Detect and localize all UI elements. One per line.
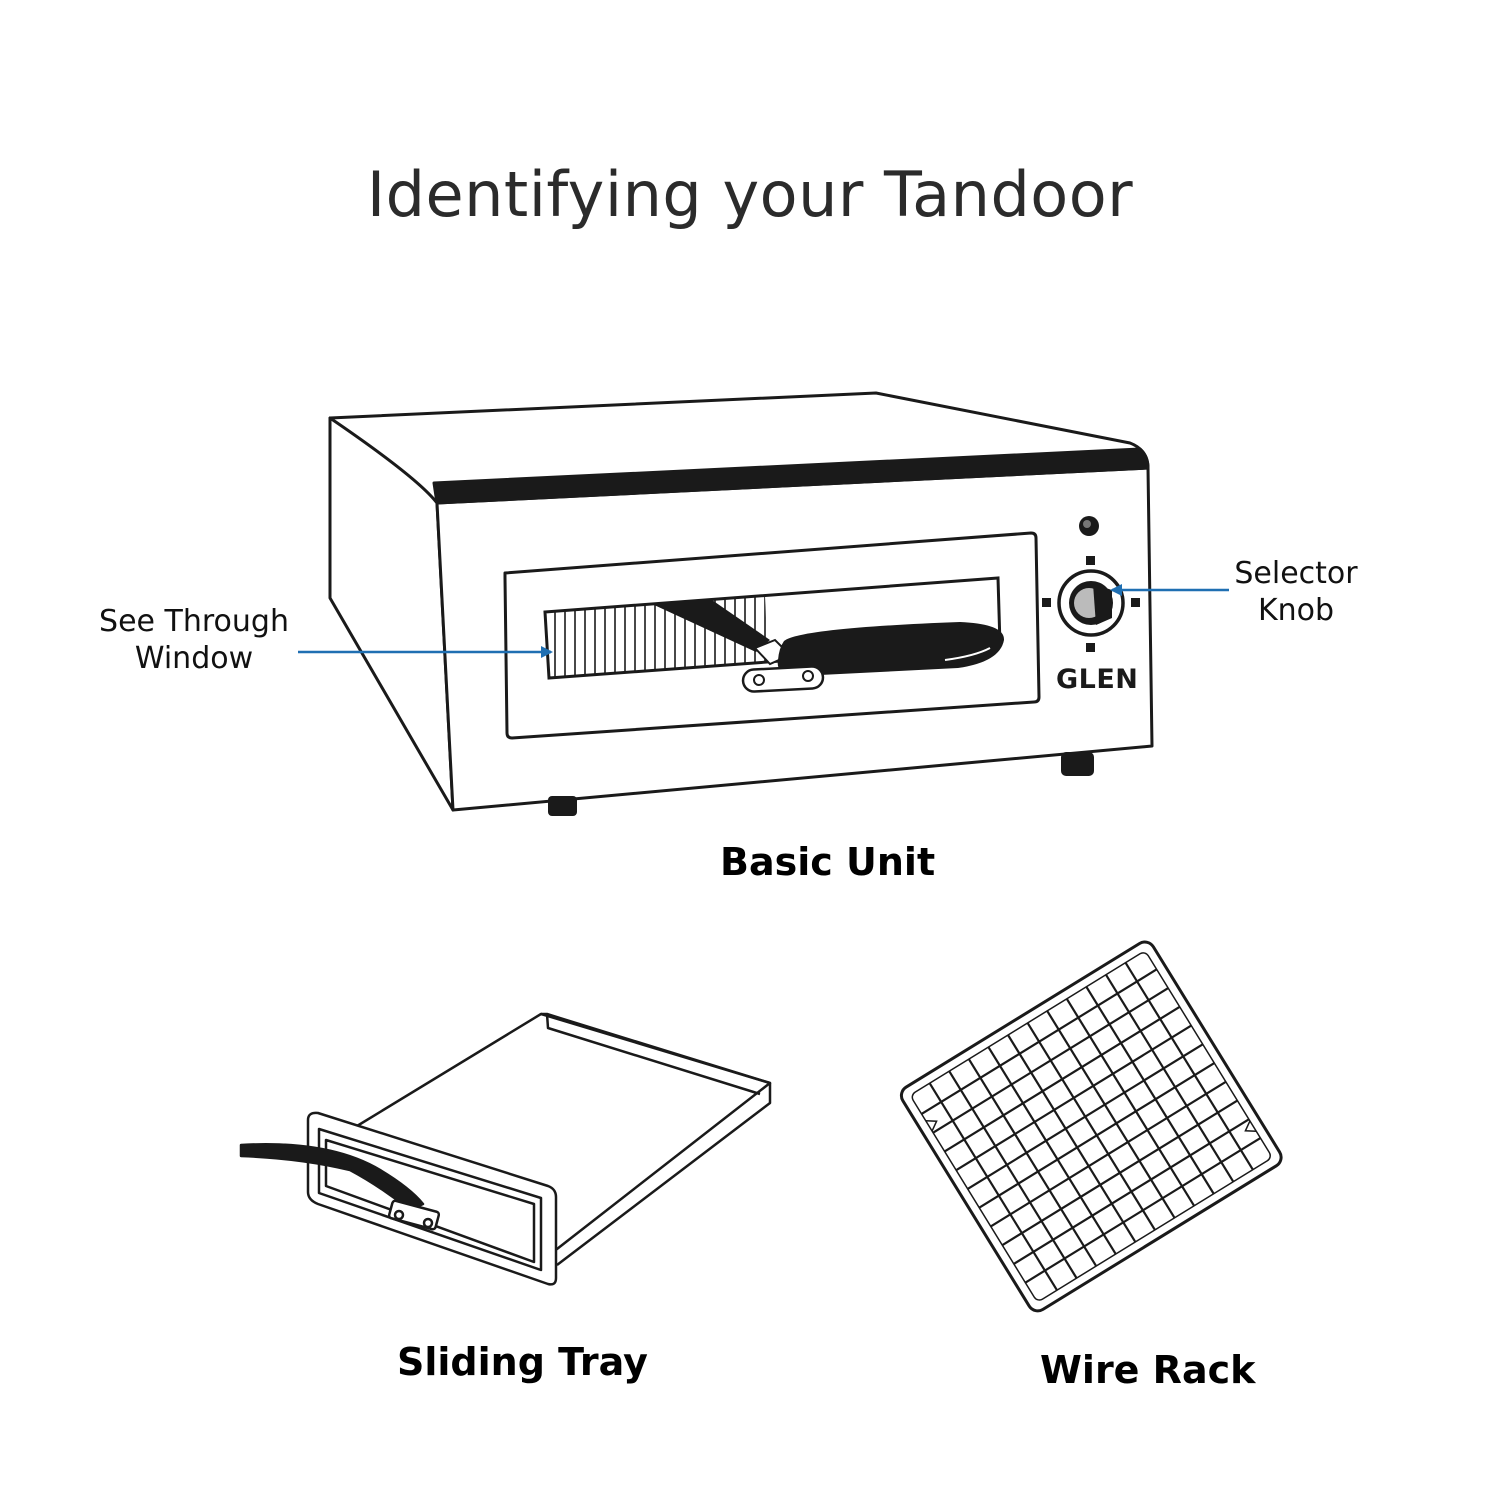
knob-callout-line1: Selector [1234,556,1358,591]
window-callout-label: See Through Window [96,603,292,677]
caption-wire-rack: Wire Rack [1040,1348,1256,1392]
window-callout-line1: See Through [99,604,289,639]
oven-feet [548,752,1094,816]
indicator-lamp-icon [1079,516,1099,536]
caption-basic-unit: Basic Unit [720,840,936,884]
knob-callout-label: Selector Knob [1226,555,1366,629]
caption-sliding-tray: Sliding Tray [397,1340,648,1384]
brand-logo: GLEN [1056,664,1139,695]
oven-unit [328,391,1154,812]
knob-callout-line2: Knob [1257,593,1335,628]
wire-rack-grid [921,962,1261,1291]
wire-rack [899,940,1283,1313]
page-title: Identifying your Tandoor [366,158,1134,231]
window-callout-line2: Window [134,641,254,676]
door-handle [741,622,1005,693]
sliding-tray [239,1012,772,1286]
selector-knob-icon [1042,556,1140,652]
oven-door [503,531,1041,740]
